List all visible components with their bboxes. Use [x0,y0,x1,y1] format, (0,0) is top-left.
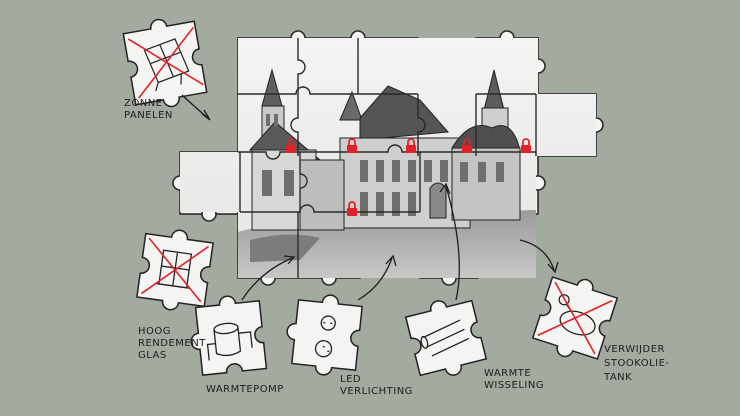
padlock-icon [286,138,296,153]
label-stookolietank: VERWIJDER STOOKOLIE- TANK [603,344,670,383]
arrow [181,94,209,119]
piece-hoog-rendement-glas [136,229,214,311]
puzzle-board [172,30,604,286]
cross-mark [140,237,210,303]
padlock-icon [347,201,357,216]
label-line: WISSELING [484,380,544,391]
piece-warmtewisseling [404,299,488,377]
label-zonnepanelen: ZONNE PANELEN [124,98,173,121]
padlock-icon [462,138,472,153]
piece-stookolietank [531,276,619,360]
led-bulb-icon [314,315,336,358]
label-line: HOOG [138,326,171,337]
label-line: ZONNE [124,98,163,109]
label-warmtewisseling: WARMTE WISSELING [484,368,544,391]
label-line: STOOKOLIE- [604,358,670,369]
label-line: RENDEMENT [138,338,206,349]
label-line: LED [340,374,361,385]
solar-panel-icon [143,38,190,92]
label-line: PANELEN [124,110,173,121]
arrow [241,257,293,301]
label-line: GLAS [138,350,167,361]
label-line: VERWIJDER [604,344,665,355]
piece-led-verlichting [286,294,363,376]
arrow [519,239,555,271]
arrow [445,185,460,301]
padlock-icon [521,138,531,153]
label-line: VERLICHTING [340,386,413,397]
heat-pump-icon [206,322,253,361]
label-warmtepomp: WARMTEPOMP [206,384,284,395]
cross-mark [127,27,204,99]
padlock-icon [347,138,357,153]
cross-mark [537,281,613,355]
label-line: WARMTE [484,368,531,379]
arrow [357,257,393,301]
piece-zonnepanelen [122,18,208,108]
padlock-icon [406,138,416,153]
label-led-verlichting: LED VERLICHTING [340,374,413,397]
piece-warmtepomp [190,295,268,376]
building-illustration [180,38,596,278]
label-hoog-rendement-glas: HOOG RENDEMENT GLAS [138,326,206,361]
heat-exchanger-icon [420,319,470,357]
padlock-group [286,138,531,216]
arrows [181,94,559,301]
puzzle-seams [238,38,537,278]
label-line: TANK [603,372,632,383]
